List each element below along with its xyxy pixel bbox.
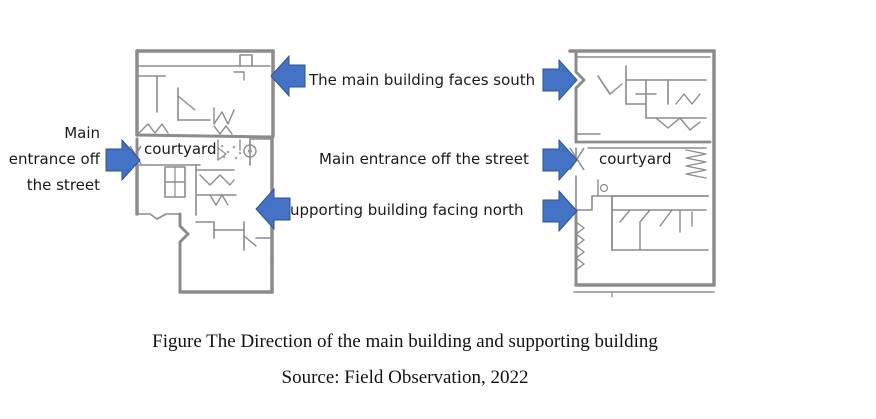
arrow-entrance-left-plan — [105, 139, 141, 181]
arrow-supporting-building-right-plan — [542, 190, 578, 232]
courtyard-tree-icon — [220, 144, 257, 160]
label-main-building-faces-south: The main building faces south — [309, 71, 536, 89]
arrow-main-building-right-plan — [542, 59, 578, 101]
arrow-main-building-left-plan — [270, 55, 306, 97]
figure-source: Source: Field Observation, 2022 — [281, 367, 529, 388]
label-main-entrance-line1: Main — [64, 124, 100, 142]
arrow-entrance-right-plan — [542, 139, 578, 181]
floor-plan-figure — [105, 49, 716, 298]
label-main-entrance-right: Main entrance off the street — [319, 150, 529, 168]
arrow-supporting-building-left-plan — [255, 188, 291, 230]
right-floor-plan — [568, 49, 716, 298]
label-main-entrance-line2: entrance off — [8, 150, 100, 168]
figure-caption: Figure The Direction of the main buildin… — [152, 331, 658, 352]
label-supporting-building-faces-north: upporting building facing north — [290, 201, 524, 219]
label-courtyard-left: courtyard — [143, 140, 218, 158]
right-entrance-marker — [569, 147, 585, 171]
right-small-fixture-icon — [599, 183, 609, 193]
label-courtyard-right: courtyard — [598, 150, 673, 168]
label-main-entrance-line3: the street — [26, 176, 100, 194]
left-floor-plan — [135, 49, 275, 294]
